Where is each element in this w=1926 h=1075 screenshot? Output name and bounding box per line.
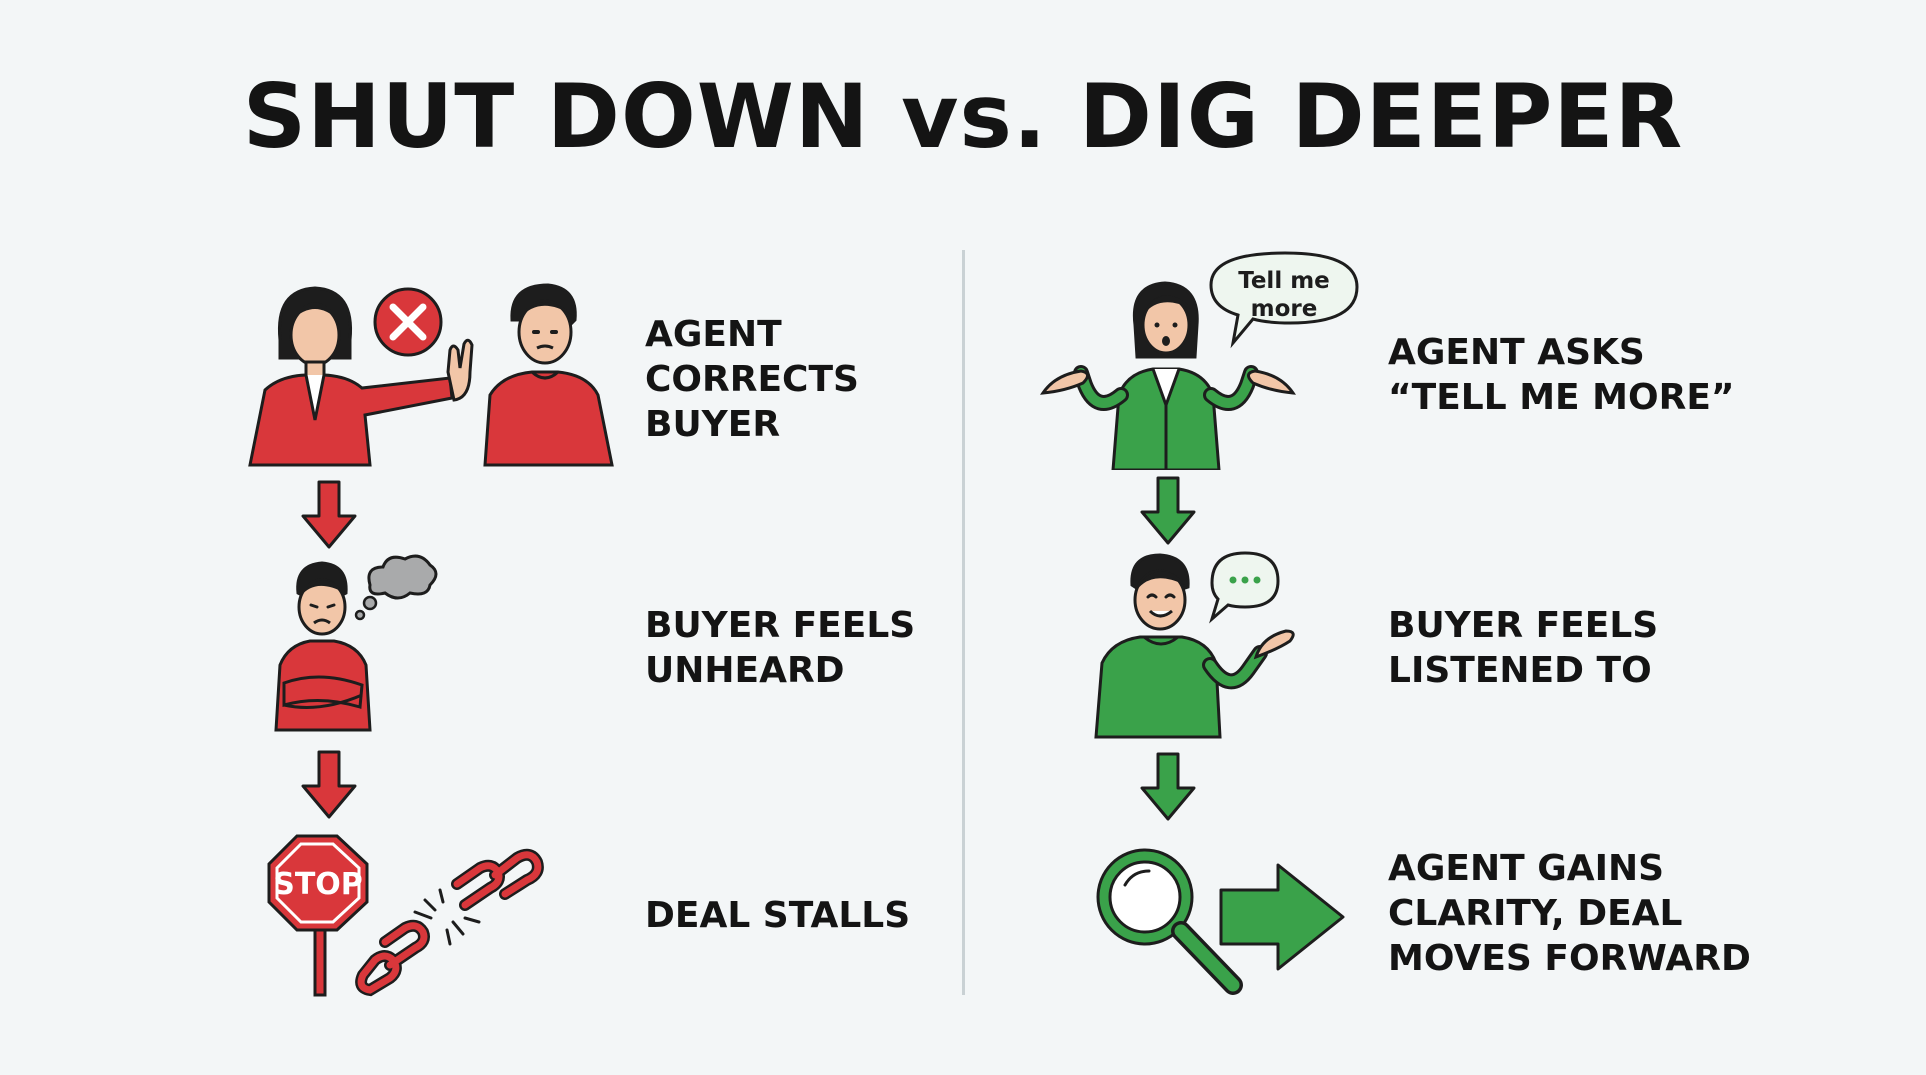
arrow-down-icon	[1140, 752, 1196, 821]
left-step-1-label: AGENT CORRECTS BUYER	[645, 314, 859, 445]
right-step-3-label: AGENT GAINS CLARITY, DEAL MOVES FORWARD	[1388, 848, 1751, 979]
center-divider	[962, 250, 965, 995]
left-step-2-label: BUYER FEELS UNHEARD	[645, 605, 916, 691]
speech-bubble-line-2: more	[1251, 296, 1318, 322]
stop-sign-text: STOP	[273, 867, 363, 902]
arrow-down-icon	[301, 480, 357, 549]
agent-open-arms-icon: Tell me more	[1040, 251, 1359, 470]
right-step-1-label: AGENT ASKS “TELL ME MORE”	[1388, 332, 1735, 418]
magnifier-forward-arrow-icon	[1096, 848, 1345, 995]
happy-buyer-speaking-icon	[1094, 551, 1295, 739]
frustrated-buyer-icon	[274, 554, 438, 732]
left-step-3-label: DEAL STALLS	[645, 895, 911, 936]
agent-correcting-buyer-icon	[248, 283, 614, 467]
arrow-down-icon	[1140, 476, 1196, 545]
arrow-down-icon	[301, 750, 357, 819]
right-step-2-label: BUYER FEELS LISTENED TO	[1388, 605, 1659, 691]
speech-bubble-line-1: Tell me	[1238, 268, 1330, 294]
stop-sign-broken-chain-icon: STOP	[267, 834, 544, 997]
page-title: SHUT DOWN vs. DIG DEEPER	[242, 65, 1684, 168]
